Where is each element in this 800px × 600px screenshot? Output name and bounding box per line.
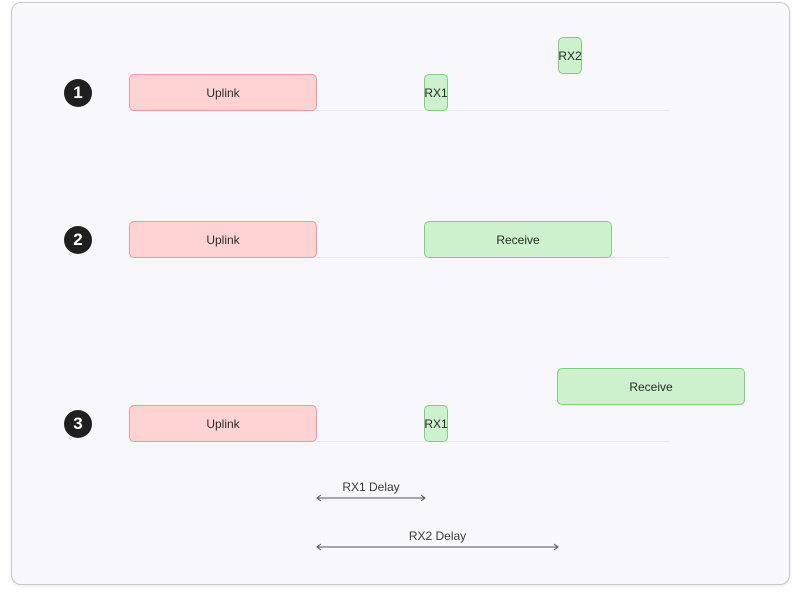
rx2-delay-arrow (316, 543, 559, 551)
rx2-delay: RX2 Delay (316, 529, 559, 553)
uplink-box-1: Uplink (129, 74, 317, 111)
rx2-delay-label: RX2 Delay (408, 529, 467, 543)
rx2-window-1: RX2 (558, 37, 582, 74)
step-badge-3: 3 (64, 410, 92, 438)
step-badge-2: 2 (64, 226, 92, 254)
receive-box-3: Receive (557, 368, 745, 405)
rx1-delay-arrow (316, 494, 426, 502)
rx1-delay: RX1 Delay (316, 480, 426, 504)
rx1-window-3: RX1 (424, 405, 448, 442)
receive-box-2: Receive (424, 221, 612, 258)
timeline-row-3 (129, 441, 670, 442)
timeline-row-1 (129, 110, 670, 111)
step-badge-1: 1 (64, 79, 92, 107)
uplink-box-3: Uplink (129, 405, 317, 442)
rx1-window-1: RX1 (424, 74, 448, 111)
uplink-box-2: Uplink (129, 221, 317, 258)
timeline-row-2 (129, 257, 670, 258)
rx1-delay-label: RX1 Delay (342, 480, 400, 494)
